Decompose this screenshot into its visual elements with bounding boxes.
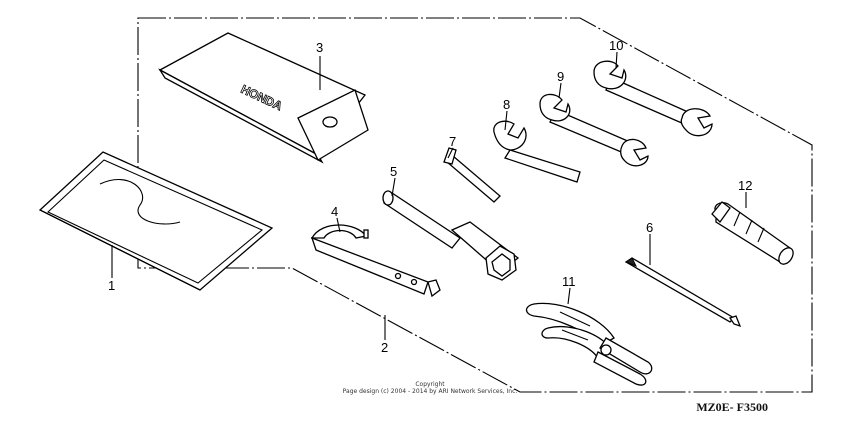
leader-lines [111, 51, 747, 340]
screwdriver-handle [711, 201, 794, 265]
callout-11: 11 [562, 274, 576, 289]
hex-wrench [443, 147, 501, 203]
pin-spanner [310, 224, 441, 298]
open-end-wrench-8 [493, 120, 581, 183]
copyright-line-1: Copyright [415, 381, 445, 388]
tool-pouch: HONDA [158, 32, 369, 164]
callout-4: 4 [331, 204, 338, 219]
callout-5: 5 [390, 164, 397, 179]
double-open-end-wrench-10 [593, 60, 713, 137]
callout-1: 1 [108, 278, 115, 293]
box-wrench [382, 190, 520, 281]
screwdriver [624, 257, 742, 328]
callout-12: 12 [738, 178, 752, 193]
copyright-line-2: Page design (c) 2004 - 2014 by ARI Netwo… [342, 388, 518, 395]
callout-2: 2 [381, 340, 388, 355]
callout-10: 10 [609, 38, 623, 53]
callout-7: 7 [449, 134, 456, 149]
callout-6: 6 [646, 220, 653, 235]
callout-8: 8 [503, 97, 510, 112]
owners-manual [38, 151, 274, 291]
callout-3: 3 [316, 40, 323, 55]
pliers [525, 302, 653, 386]
callout-9: 9 [557, 69, 564, 84]
figure-code: MZ0E- F3500 [696, 400, 768, 414]
double-open-end-wrench-9 [539, 93, 649, 167]
copyright-notice: Copyright Page design (c) 2004 - 2014 by… [250, 381, 610, 395]
